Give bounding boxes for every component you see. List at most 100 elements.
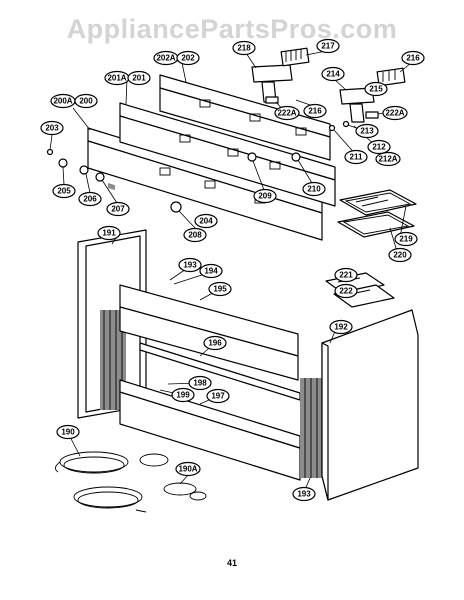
callout-193-bottom: 193 [292, 486, 316, 502]
svg-text:216: 216 [308, 107, 322, 116]
callout-211: 211 [344, 149, 368, 165]
callout-214: 214 [321, 66, 345, 82]
callout-198: 198 [188, 375, 212, 391]
callout-192: 192 [329, 319, 353, 335]
callout-221: 221 [334, 267, 358, 283]
callout-220: 220 [388, 247, 412, 263]
knob-209 [247, 152, 257, 162]
svg-text:211: 211 [350, 153, 363, 162]
callout-222a-left: 222A [274, 105, 300, 121]
callout-218: 218 [232, 40, 256, 56]
svg-text:222A: 222A [385, 109, 404, 118]
svg-text:213: 213 [360, 127, 374, 136]
svg-text:192: 192 [334, 323, 348, 332]
side-panel-192 [321, 309, 419, 501]
svg-text:194: 194 [204, 267, 218, 276]
svg-text:220: 220 [393, 251, 407, 260]
callout-195: 195 [208, 281, 232, 297]
svg-text:195: 195 [213, 285, 227, 294]
svg-text:214: 214 [326, 70, 340, 79]
callout-206: 206 [78, 191, 102, 207]
svg-text:222A: 222A [277, 109, 296, 118]
svg-text:190: 190 [61, 428, 75, 437]
callout-216-mid: 216 [303, 103, 327, 119]
svg-text:222: 222 [339, 287, 353, 296]
callout-213: 213 [355, 123, 379, 139]
page-number: 41 [227, 558, 237, 568]
screw-203 [46, 148, 54, 156]
svg-text:193: 193 [297, 490, 311, 499]
svg-text:199: 199 [176, 391, 190, 400]
svg-text:190A: 190A [178, 465, 197, 474]
svg-text:207: 207 [111, 205, 125, 214]
svg-text:196: 196 [208, 339, 222, 348]
svg-text:200: 200 [79, 97, 93, 106]
tray-219 [339, 189, 417, 216]
svg-text:198: 198 [193, 379, 207, 388]
callout-203: 203 [40, 120, 64, 136]
svg-text:218: 218 [237, 44, 251, 53]
tray-220 [337, 211, 415, 238]
base-197 [119, 379, 301, 481]
knob-210 [291, 152, 301, 162]
knob-208 [170, 201, 182, 213]
svg-text:205: 205 [57, 187, 71, 196]
svg-text:221: 221 [339, 271, 353, 280]
callout-199: 199 [171, 387, 195, 403]
harness-190a [139, 453, 207, 501]
callout-205: 205 [52, 183, 76, 199]
callout-216-top: 216 [401, 50, 425, 66]
svg-text:219: 219 [399, 235, 413, 244]
callout-212: 212 [367, 139, 391, 155]
callout-200: 200 [74, 93, 98, 109]
callout-190: 190 [56, 424, 80, 440]
svg-text:217: 217 [321, 42, 335, 51]
callout-217: 217 [316, 38, 340, 54]
heater-block-216 [376, 67, 406, 87]
svg-text:210: 210 [307, 185, 321, 194]
svg-text:197: 197 [211, 392, 225, 401]
callout-222: 222 [334, 283, 358, 299]
callout-201a: 201A [104, 70, 130, 86]
callout-196: 196 [203, 335, 227, 351]
knob-205 [58, 158, 68, 168]
callout-219: 219 [394, 231, 418, 247]
svg-text:208: 208 [188, 231, 202, 240]
svg-text:202A: 202A [156, 54, 175, 63]
callout-204: 204 [194, 213, 218, 229]
svg-text:212: 212 [372, 143, 386, 152]
screw-213 [342, 120, 350, 128]
heater-block-217 [280, 47, 310, 67]
harness-190 [55, 451, 129, 474]
callout-201: 201 [127, 70, 151, 86]
callout-207: 207 [106, 201, 130, 217]
callout-202: 202 [176, 50, 200, 66]
harness-long [73, 486, 147, 513]
svg-text:215: 215 [369, 85, 383, 94]
callout-194: 194 [199, 263, 223, 279]
control-panel-201 [119, 102, 336, 207]
svg-text:201: 201 [132, 74, 146, 83]
svg-text:191: 191 [102, 229, 116, 238]
svg-text:202: 202 [181, 54, 195, 63]
callout-191: 191 [97, 225, 121, 241]
clip-222a-right [365, 111, 379, 119]
svg-text:204: 204 [199, 217, 213, 226]
callout-212a: 212A [375, 151, 401, 167]
svg-text:216: 216 [406, 54, 420, 63]
svg-text:203: 203 [45, 124, 59, 133]
callout-208: 208 [183, 227, 207, 243]
callout-190a: 190A [175, 461, 201, 477]
callout-209: 209 [253, 188, 277, 204]
svg-text:209: 209 [258, 192, 272, 201]
knob-206 [79, 165, 89, 175]
watermark-text: AppliancePartsPros.com [67, 14, 398, 44]
callout-215: 215 [364, 81, 388, 97]
svg-text:212A: 212A [378, 155, 397, 164]
clip-222a-left [265, 96, 279, 104]
control-panel-202 [159, 74, 331, 161]
svg-text:206: 206 [83, 195, 97, 204]
screw-211 [328, 124, 336, 132]
callout-202a: 202A [153, 50, 179, 66]
